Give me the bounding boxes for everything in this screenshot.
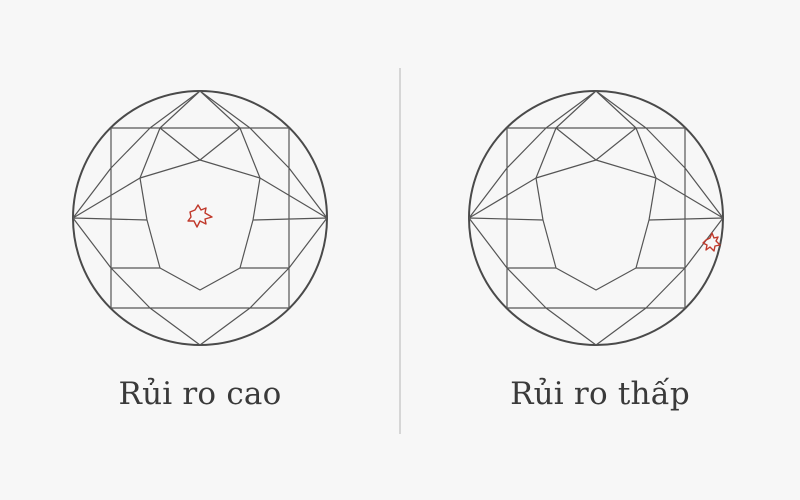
- facet-lines: [72, 90, 328, 346]
- panel-high-risk: Rủi ro cao: [72, 90, 328, 412]
- caption-low-risk: Rủi ro thấp: [510, 376, 690, 412]
- diamond-facets: [468, 90, 724, 346]
- diamond-top-view-low-risk: [468, 90, 724, 346]
- diamond-facets: [72, 90, 328, 346]
- inclusion-mark-center: [187, 204, 213, 228]
- inclusion-mark-edge: [702, 232, 721, 252]
- facet-lines: [468, 90, 724, 346]
- diamond-top-view-high-risk: [72, 90, 328, 346]
- panel-low-risk: Rủi ro thấp: [400, 0, 800, 500]
- caption-high-risk: Rủi ro cao: [118, 376, 282, 412]
- panel-divider: [399, 68, 401, 434]
